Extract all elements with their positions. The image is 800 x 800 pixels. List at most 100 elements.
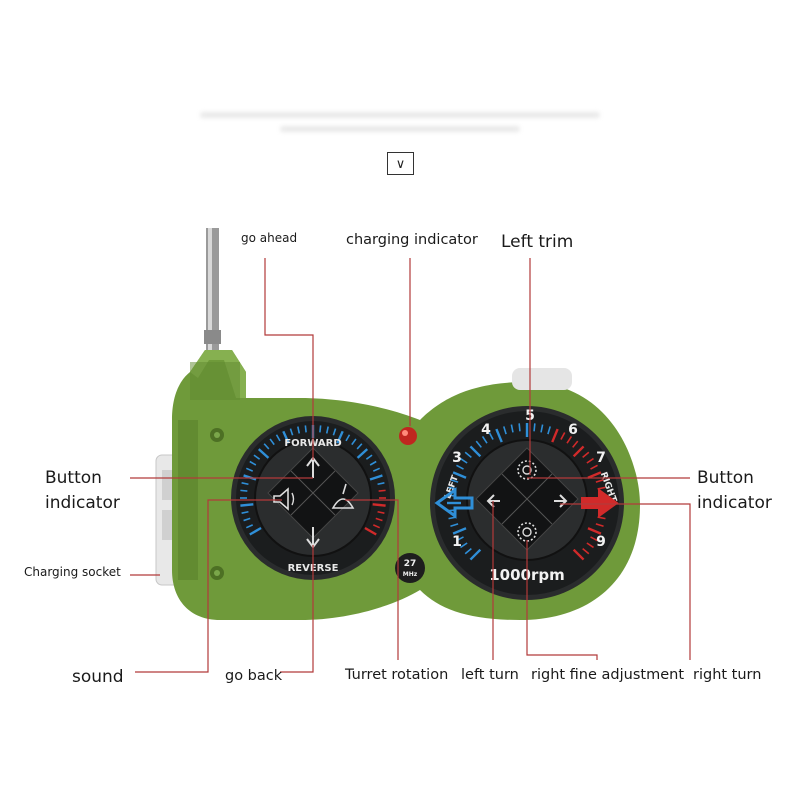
dial-tick	[253, 454, 261, 460]
sound-button[interactable]	[273, 487, 295, 511]
turret-rotation-button[interactable]	[331, 483, 355, 509]
dial-tick	[586, 457, 594, 464]
label-go-back: go back	[225, 668, 283, 684]
dial-tick	[372, 467, 381, 472]
dial-tick	[369, 460, 377, 466]
led-highlight	[402, 430, 408, 436]
go-ahead-leader	[264, 258, 314, 460]
dial-tick	[452, 527, 467, 535]
dial-tick	[336, 430, 344, 444]
label-charging-socket: Charging socket	[24, 565, 121, 579]
frequency-badge	[395, 553, 425, 583]
label-left-trim: Left trim	[501, 232, 574, 252]
label-button-indicator-right-2: indicator	[697, 493, 772, 513]
dial-tick	[375, 517, 383, 522]
dial-tick	[377, 510, 385, 514]
dial-tick	[460, 457, 468, 464]
dial-tick	[372, 503, 386, 507]
callout-lines	[130, 258, 691, 673]
right-turn-button[interactable]	[554, 494, 568, 508]
dial-tick	[456, 536, 464, 542]
right-dial	[430, 406, 624, 600]
dial-tick	[456, 464, 464, 470]
dial-tick	[464, 451, 472, 458]
dial-number: 1	[452, 534, 462, 550]
dial-tick	[245, 524, 254, 529]
dial-tick	[533, 423, 536, 432]
right-fine-adjustment-button[interactable]	[517, 522, 537, 542]
dial-tick	[275, 434, 281, 442]
dial-tick	[590, 536, 598, 542]
dial-tick	[572, 445, 585, 458]
dial-tick	[560, 432, 566, 440]
dial-tick	[263, 443, 270, 450]
dial-tick	[345, 434, 351, 442]
dial-tick	[469, 445, 482, 458]
dial-tick	[518, 423, 521, 432]
dial-tick	[595, 479, 604, 483]
dial-tick	[586, 542, 594, 549]
go-back-leader	[280, 545, 314, 673]
dial-tick	[503, 426, 507, 435]
dial-number: 3	[452, 450, 462, 466]
label-right-turn: right turn	[693, 667, 762, 683]
dial-tick	[269, 438, 275, 446]
dial-tick	[547, 426, 551, 435]
antenna	[204, 228, 221, 358]
dial-tick	[475, 440, 482, 448]
dial-tick	[510, 424, 514, 433]
label-right-fine-adjustment: right fine adjustment	[531, 667, 685, 683]
right-dial-ticks	[447, 423, 607, 561]
right-fine-adjustment-leader	[526, 540, 598, 660]
dial-tick	[351, 438, 357, 446]
dial-tick	[319, 425, 322, 433]
dial-tick	[450, 479, 459, 483]
charging-indicator-led	[399, 427, 417, 445]
dial-tick	[249, 526, 262, 536]
dial-tick	[240, 489, 248, 492]
dial-tick	[450, 523, 459, 527]
chevron-down-icon[interactable]: ∨	[387, 152, 414, 175]
right-turn-leader	[560, 503, 691, 660]
dial-tick	[582, 451, 590, 458]
dial-tick	[243, 517, 251, 522]
right-arrow-icon	[581, 488, 619, 518]
frequency-unit: MHz	[403, 571, 418, 578]
label-sound: sound	[72, 667, 124, 687]
dial-tick	[241, 510, 249, 514]
dial-tick	[481, 436, 488, 444]
dial-tick	[460, 542, 468, 549]
dial-tick	[551, 428, 559, 443]
left-dial	[231, 416, 395, 580]
dial-tick	[572, 440, 579, 448]
dial-tick	[488, 432, 494, 440]
dial-tick	[369, 474, 383, 481]
label-button-indicator-left-2: indicator	[45, 493, 120, 513]
dial-tick	[452, 471, 467, 479]
dial-tick	[464, 548, 472, 555]
dial-tick	[245, 467, 254, 472]
dial-tick	[240, 503, 254, 507]
dial-tick	[364, 526, 377, 536]
dial-tick	[597, 486, 606, 490]
left-trim-button[interactable]	[517, 460, 537, 480]
dial-number: 7	[596, 450, 606, 466]
label-button-indicator-right-1: Button	[697, 468, 754, 488]
dial-tick	[332, 428, 337, 436]
blurred-header-line	[200, 112, 600, 118]
dial-tick	[595, 523, 604, 527]
dial-tick	[469, 548, 482, 561]
dial-tick	[365, 454, 373, 460]
left-arrow-icon	[434, 487, 474, 519]
dial-tick	[566, 436, 573, 444]
dial-tick	[590, 464, 598, 470]
label-left-turn: left turn	[461, 667, 519, 683]
dial-tick	[597, 516, 606, 520]
blurred-header-line	[280, 126, 520, 132]
dial-tick	[372, 524, 381, 529]
dial-tick	[377, 482, 385, 486]
left-turn-button[interactable]	[486, 494, 500, 508]
dial-tick	[257, 448, 270, 459]
dial-tick	[297, 426, 301, 434]
